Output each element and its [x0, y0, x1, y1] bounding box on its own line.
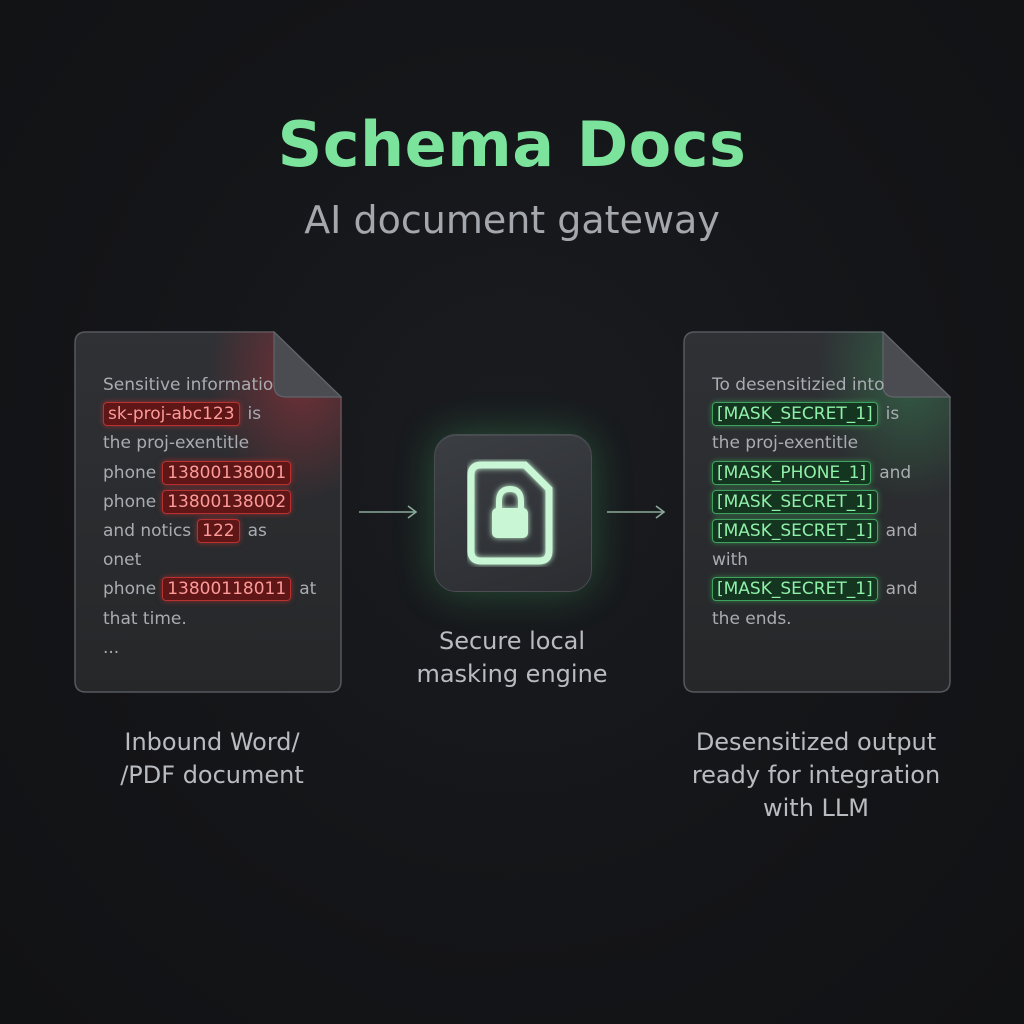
document-line: [MASK_SECRET_1]	[712, 488, 944, 517]
arrow-right-icon	[359, 505, 418, 519]
line-text: that time.	[103, 608, 187, 629]
line-text: and notics	[103, 520, 192, 541]
page-subtitle: AI document gateway	[304, 198, 720, 242]
sensitive-value-highlight: 122	[197, 518, 240, 543]
document-line: [MASK_PHONE_1] and	[712, 459, 944, 488]
engine-caption: Secure local masking engine	[416, 627, 608, 688]
lock-document-icon	[467, 461, 553, 565]
line-text: at	[299, 579, 317, 600]
output-caption: Desensitized output ready for integratio…	[691, 728, 941, 822]
document-line: ...	[103, 634, 335, 663]
document-line: [MASK_SECRET_1] is	[712, 400, 944, 429]
line-text: phone	[103, 462, 157, 483]
sensitive-value-highlight: 13800138002	[162, 489, 292, 514]
line-text: as	[247, 520, 267, 541]
sensitive-value-highlight: 13800138001	[162, 460, 292, 485]
mask-token: [MASK_SECRET_1]	[712, 489, 878, 514]
mask-token: [MASK_SECRET_1]	[712, 577, 878, 602]
document-line: the proj-exentitle	[712, 429, 944, 458]
masking-engine-tile	[434, 434, 592, 592]
line-text: the proj-exentitle	[712, 433, 859, 454]
input-document-card: Sensitive informatio sk-proj-abc123 is the …	[74, 331, 342, 693]
page-title: Schema Docs	[277, 108, 747, 181]
document-line: Sensitive informatio	[103, 371, 335, 400]
document-line: sk-proj-abc123 is	[103, 400, 335, 429]
line-text: and	[885, 579, 918, 600]
line-text: phone	[103, 579, 157, 600]
output-document-text: To desensitizied into [MASK_SECRET_1] is th…	[712, 371, 944, 634]
document-line: onet	[103, 546, 335, 575]
arrow-right-icon	[607, 505, 666, 519]
line-text: To desensitizied into	[712, 375, 885, 395]
input-caption: Inbound Word/ /PDF document	[120, 728, 304, 789]
mask-token: [MASK_SECRET_1]	[712, 402, 878, 427]
document-line: [MASK_SECRET_1] and	[712, 517, 944, 546]
document-line: [MASK_SECRET_1] and	[712, 575, 944, 604]
line-text: ...	[103, 637, 120, 658]
sensitive-value-highlight: sk-proj-abc123	[103, 402, 240, 427]
sensitive-value-highlight: 13800118011	[162, 577, 292, 602]
document-line: the ends.	[712, 605, 944, 634]
mask-token: [MASK_PHONE_1]	[712, 460, 872, 485]
line-text: and	[885, 520, 918, 541]
line-text: with	[712, 550, 749, 571]
document-line: To desensitizied into	[712, 371, 944, 400]
document-line: the proj-exentitle	[103, 429, 335, 458]
line-text: is	[885, 404, 900, 425]
line-text: phone	[103, 491, 157, 512]
mask-token: [MASK_SECRET_1]	[712, 518, 878, 543]
line-text: onet	[103, 550, 142, 571]
line-text: Sensitive informatio	[103, 375, 274, 395]
document-line: with	[712, 546, 944, 575]
input-document-text: Sensitive informatio sk-proj-abc123 is the …	[103, 371, 335, 663]
line-text: the ends.	[712, 608, 792, 629]
document-line: that time.	[103, 605, 335, 634]
line-text: and	[879, 462, 912, 483]
line-text: the proj-exentitle	[103, 433, 250, 454]
output-document-card: To desensitizied into [MASK_SECRET_1] is th…	[683, 331, 951, 693]
line-text: is	[247, 404, 262, 425]
